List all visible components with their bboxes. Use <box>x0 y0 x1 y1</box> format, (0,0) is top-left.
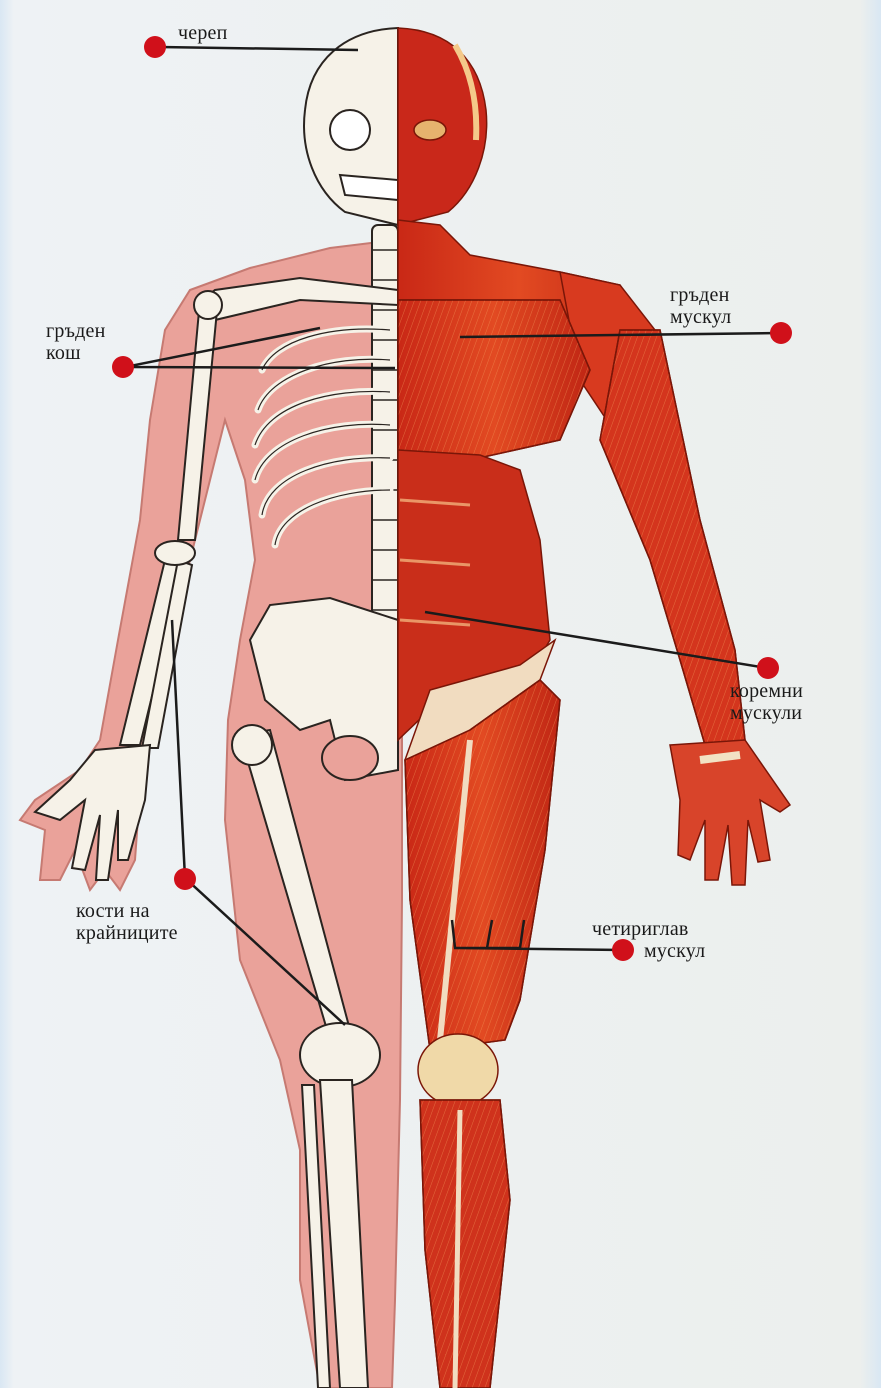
label-limb-bones: кости на крайниците <box>76 900 178 944</box>
label-chest-muscle-line2: мускул <box>670 306 731 328</box>
skeleton <box>35 28 398 1388</box>
leader-line-skull <box>160 47 358 50</box>
label-abdominal-muscles: коремни мускули <box>730 680 803 724</box>
label-chest-muscle: гръден мускул <box>670 284 731 328</box>
label-quadriceps-line1: четириглав <box>592 918 705 940</box>
marker-skull <box>144 36 166 58</box>
label-skull-line1: череп <box>178 22 228 44</box>
marker-abdominal <box>757 657 779 679</box>
marker-rib-cage <box>112 356 134 378</box>
label-abdominal-line1: коремни <box>730 680 803 702</box>
label-chest-muscle-line1: гръден <box>670 284 731 306</box>
label-rib-cage-line2: кош <box>46 342 106 364</box>
marker-chest-muscle <box>770 322 792 344</box>
label-skull: череп <box>178 22 228 44</box>
label-abdominal-line2: мускули <box>730 702 803 724</box>
label-limb-bones-line2: крайниците <box>76 922 178 944</box>
label-rib-cage-line1: гръден <box>46 320 106 342</box>
label-rib-cage: гръден кош <box>46 320 106 364</box>
label-quadriceps: четириглав мускул <box>592 918 705 962</box>
label-quadriceps-line2: мускул <box>592 940 705 962</box>
label-limb-bones-line1: кости на <box>76 900 178 922</box>
marker-limb-bones <box>174 868 196 890</box>
